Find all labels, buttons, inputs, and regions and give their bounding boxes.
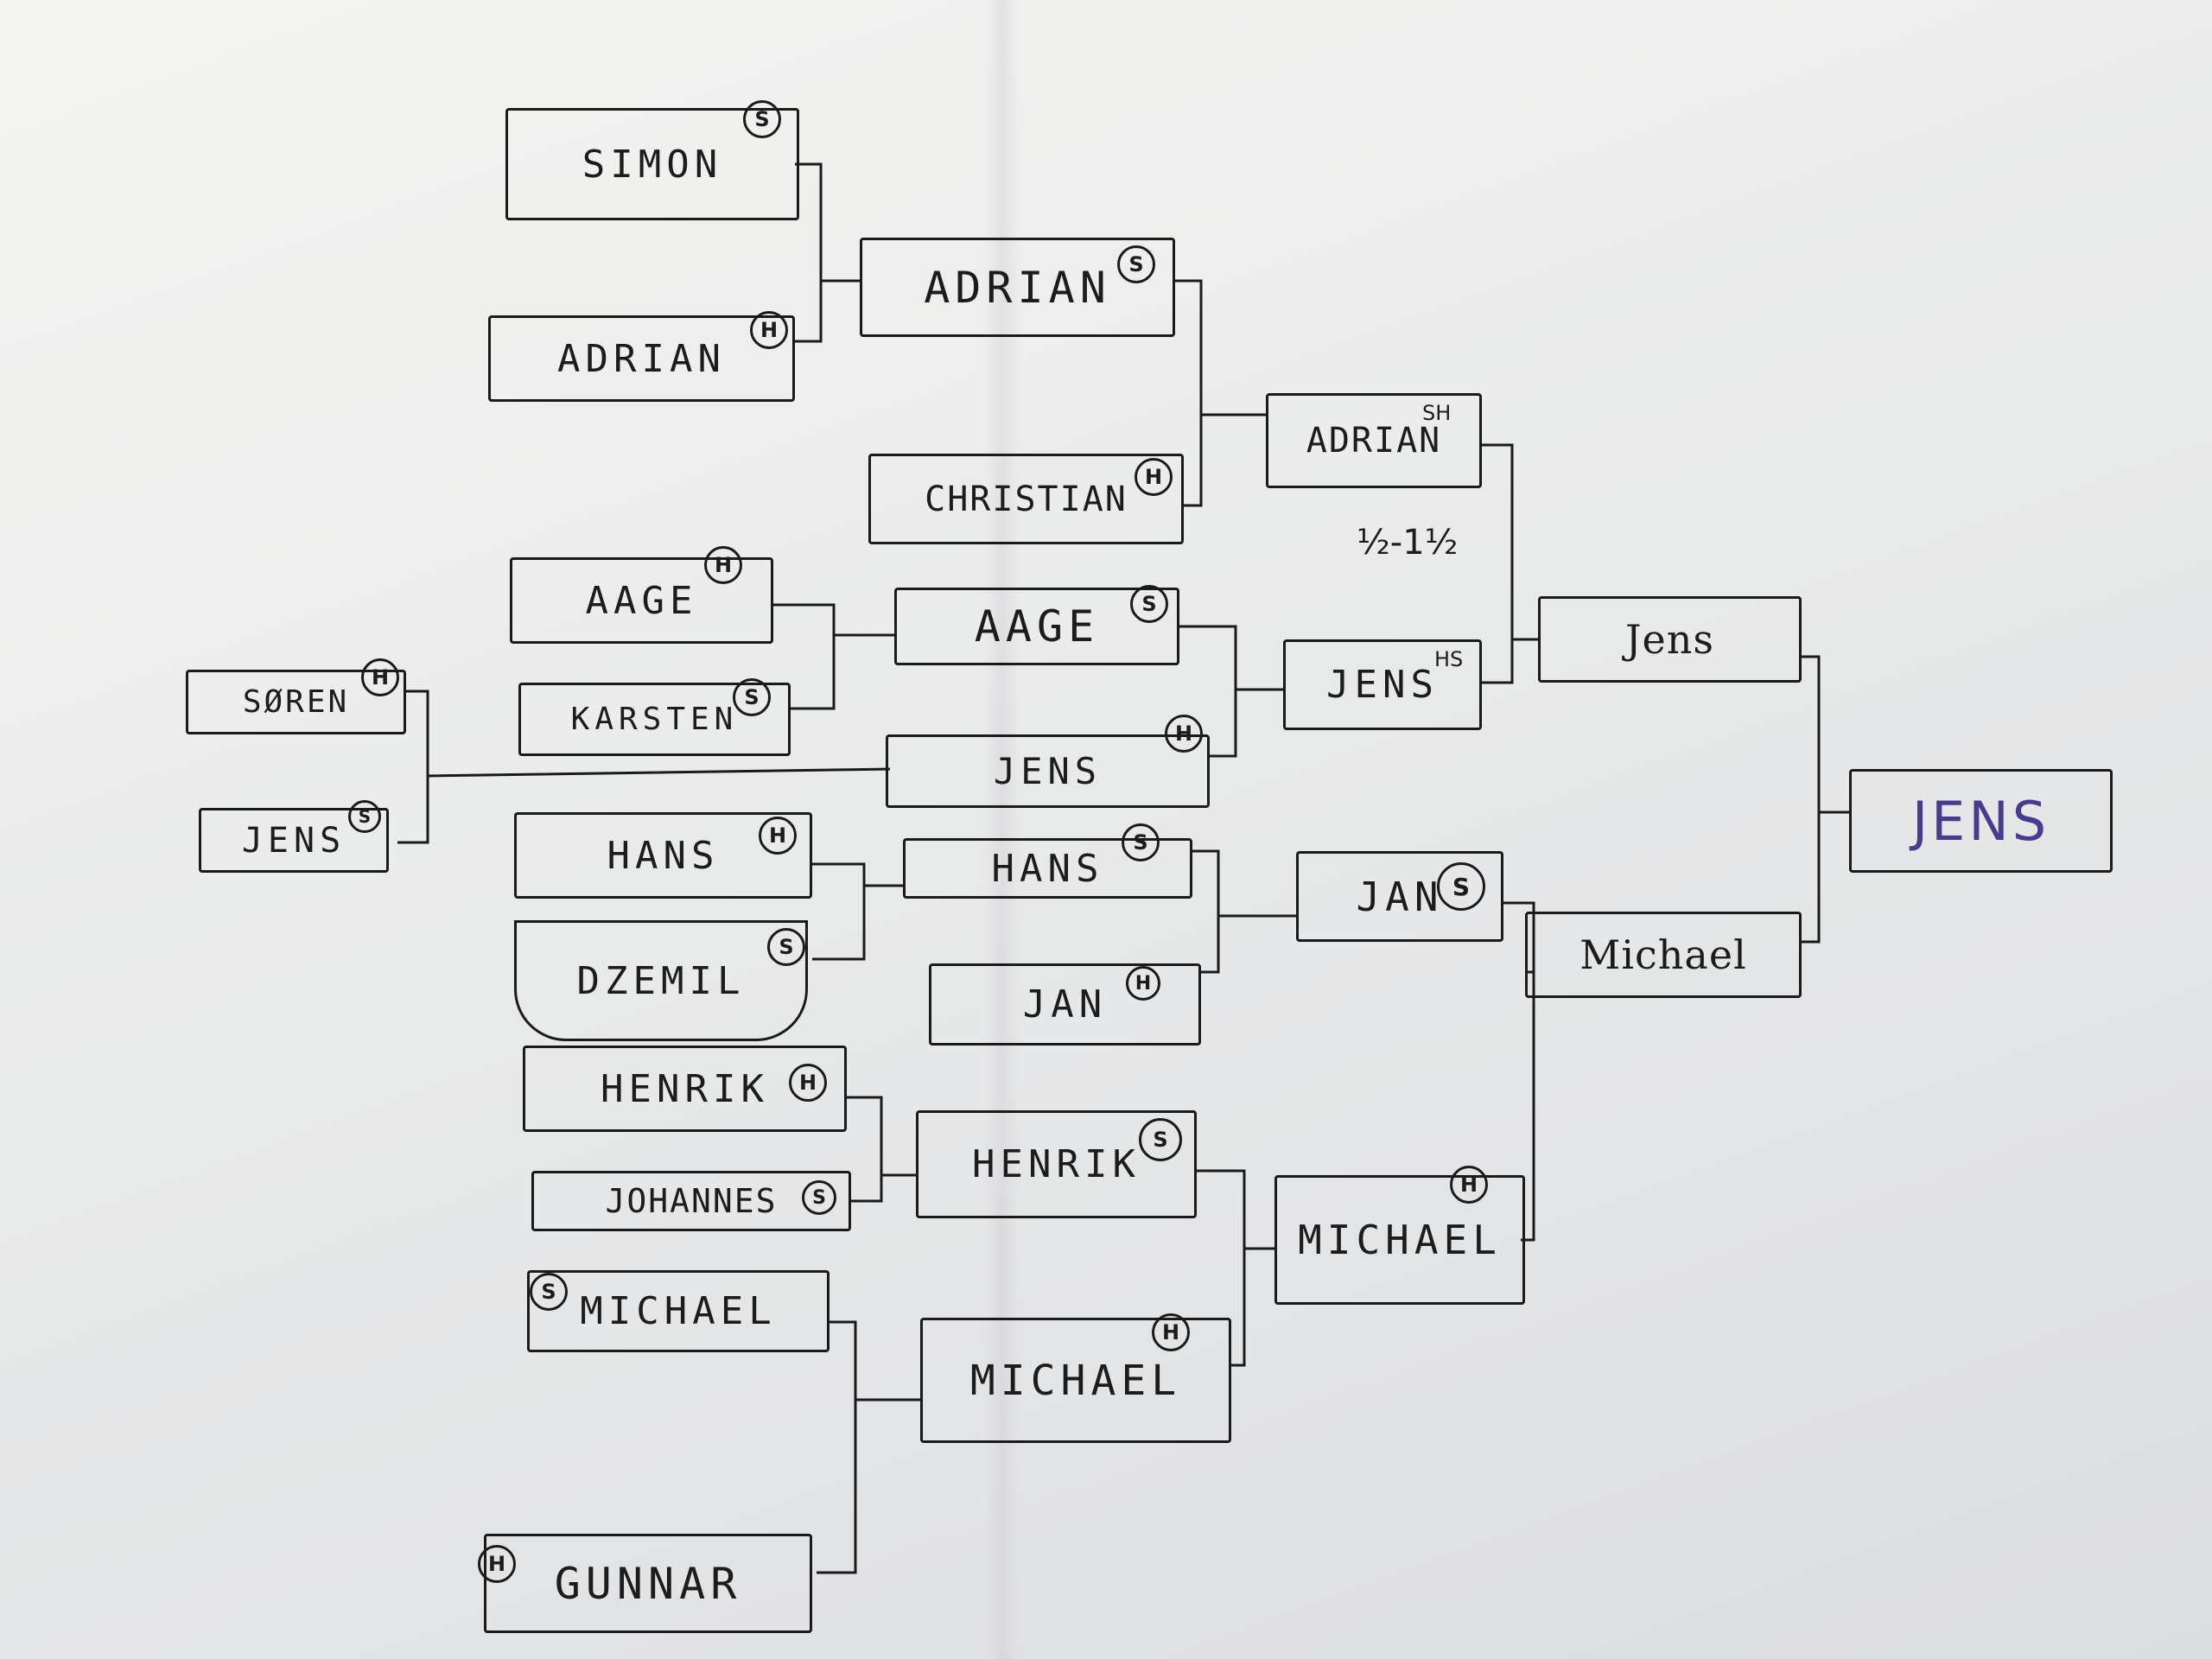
connector-final <box>1802 655 1849 944</box>
connector-simon-adrian <box>795 162 860 343</box>
paper-fold <box>985 0 1020 1659</box>
entry-r1-soren: SØREN H <box>186 658 406 734</box>
badge-circle-icon: S <box>1122 823 1160 861</box>
badge-circle-icon: H <box>759 817 797 855</box>
connector-aage-karsten <box>773 603 894 710</box>
badge-circle-icon: H <box>361 658 399 696</box>
entry-r2-jens: JENS H <box>886 715 1210 808</box>
entry-r1-jens: JENS S <box>199 800 389 873</box>
badge-circle-icon: S <box>767 928 805 966</box>
badge-circle-icon: S <box>1437 862 1485 911</box>
entry-r3-adrian: ADRIAN SH <box>1266 393 1482 488</box>
connector-adrian-christian <box>1175 279 1266 507</box>
badge-circle-icon: H <box>704 546 742 584</box>
connector-michael-gunnar <box>817 1320 920 1574</box>
badge-circle-icon: H <box>1165 715 1203 753</box>
badge-circle-icon: S <box>530 1273 568 1311</box>
score-note: ½-1½ <box>1357 523 1459 563</box>
entry-r3-jens: JENS HS <box>1283 639 1482 730</box>
entry-r1-simon: SIMON S <box>505 100 799 220</box>
badge-circle-icon: S <box>733 678 771 716</box>
entry-r4-jens: Jens <box>1538 596 1802 683</box>
badge-circle-icon: H <box>1135 458 1173 496</box>
badge-circle-icon: S <box>1130 585 1168 623</box>
entry-champion: JENS <box>1849 769 2113 873</box>
entry-r2-jan: JAN H <box>929 963 1201 1046</box>
entry-r2-michael: MICHAEL H <box>920 1313 1231 1443</box>
entry-r1-aage: AAGE H <box>510 546 773 644</box>
badge-circle-icon: H <box>789 1064 827 1102</box>
entry-r1-henrik: HENRIK H <box>523 1046 847 1132</box>
points-tag: SH <box>1422 401 1452 425</box>
connector-henrik-johannes <box>847 1096 916 1203</box>
badge-circle-icon: S <box>802 1180 836 1215</box>
entry-r1-karsten: KARSTEN S <box>518 678 791 756</box>
entry-r1-gunnar: GUNNAR H <box>478 1534 812 1633</box>
entry-r1-adrian: ADRIAN H <box>488 311 795 402</box>
badge-circle-icon: S <box>348 800 381 833</box>
entry-r1-hans: HANS H <box>514 812 812 899</box>
entry-r2-adrian: ADRIAN S <box>860 238 1175 337</box>
badge-circle-icon: S <box>1117 245 1155 283</box>
points-tag: HS <box>1434 647 1464 671</box>
entry-r3-michael: MICHAEL H <box>1274 1166 1525 1305</box>
badge-circle-icon: H <box>1152 1313 1190 1351</box>
entry-r1-johannes: JOHANNES S <box>531 1171 851 1231</box>
connector-henrik-michael <box>1197 1169 1274 1367</box>
badge-circle-icon: H <box>1450 1166 1488 1204</box>
entry-r4-michael: Michael <box>1525 912 1802 998</box>
badge-circle-icon: S <box>743 100 781 138</box>
badge-circle-icon: H <box>1126 966 1160 1001</box>
entry-r2-christian: CHRISTIAN H <box>868 454 1184 544</box>
entry-r2-hans: HANS S <box>903 823 1192 899</box>
entry-r2-aage: AAGE S <box>894 585 1179 665</box>
entry-r3-jan: JAN S <box>1296 851 1503 942</box>
entry-r1-michael: MICHAEL S <box>527 1270 830 1352</box>
entry-r2-henrik: HENRIK S <box>916 1110 1197 1218</box>
badge-circle-icon: H <box>478 1545 516 1583</box>
badge-circle-icon: S <box>1139 1118 1182 1161</box>
connector-aage-jens <box>1179 625 1283 758</box>
connector-soren-jens <box>397 690 891 844</box>
connector-hans-dzemil <box>812 862 903 961</box>
connector-semi-top <box>1482 443 1538 684</box>
entry-r1-dzemil: DZEMIL S <box>514 920 808 1041</box>
badge-circle-icon: H <box>750 311 788 349</box>
connector-hans-jan <box>1192 849 1296 974</box>
